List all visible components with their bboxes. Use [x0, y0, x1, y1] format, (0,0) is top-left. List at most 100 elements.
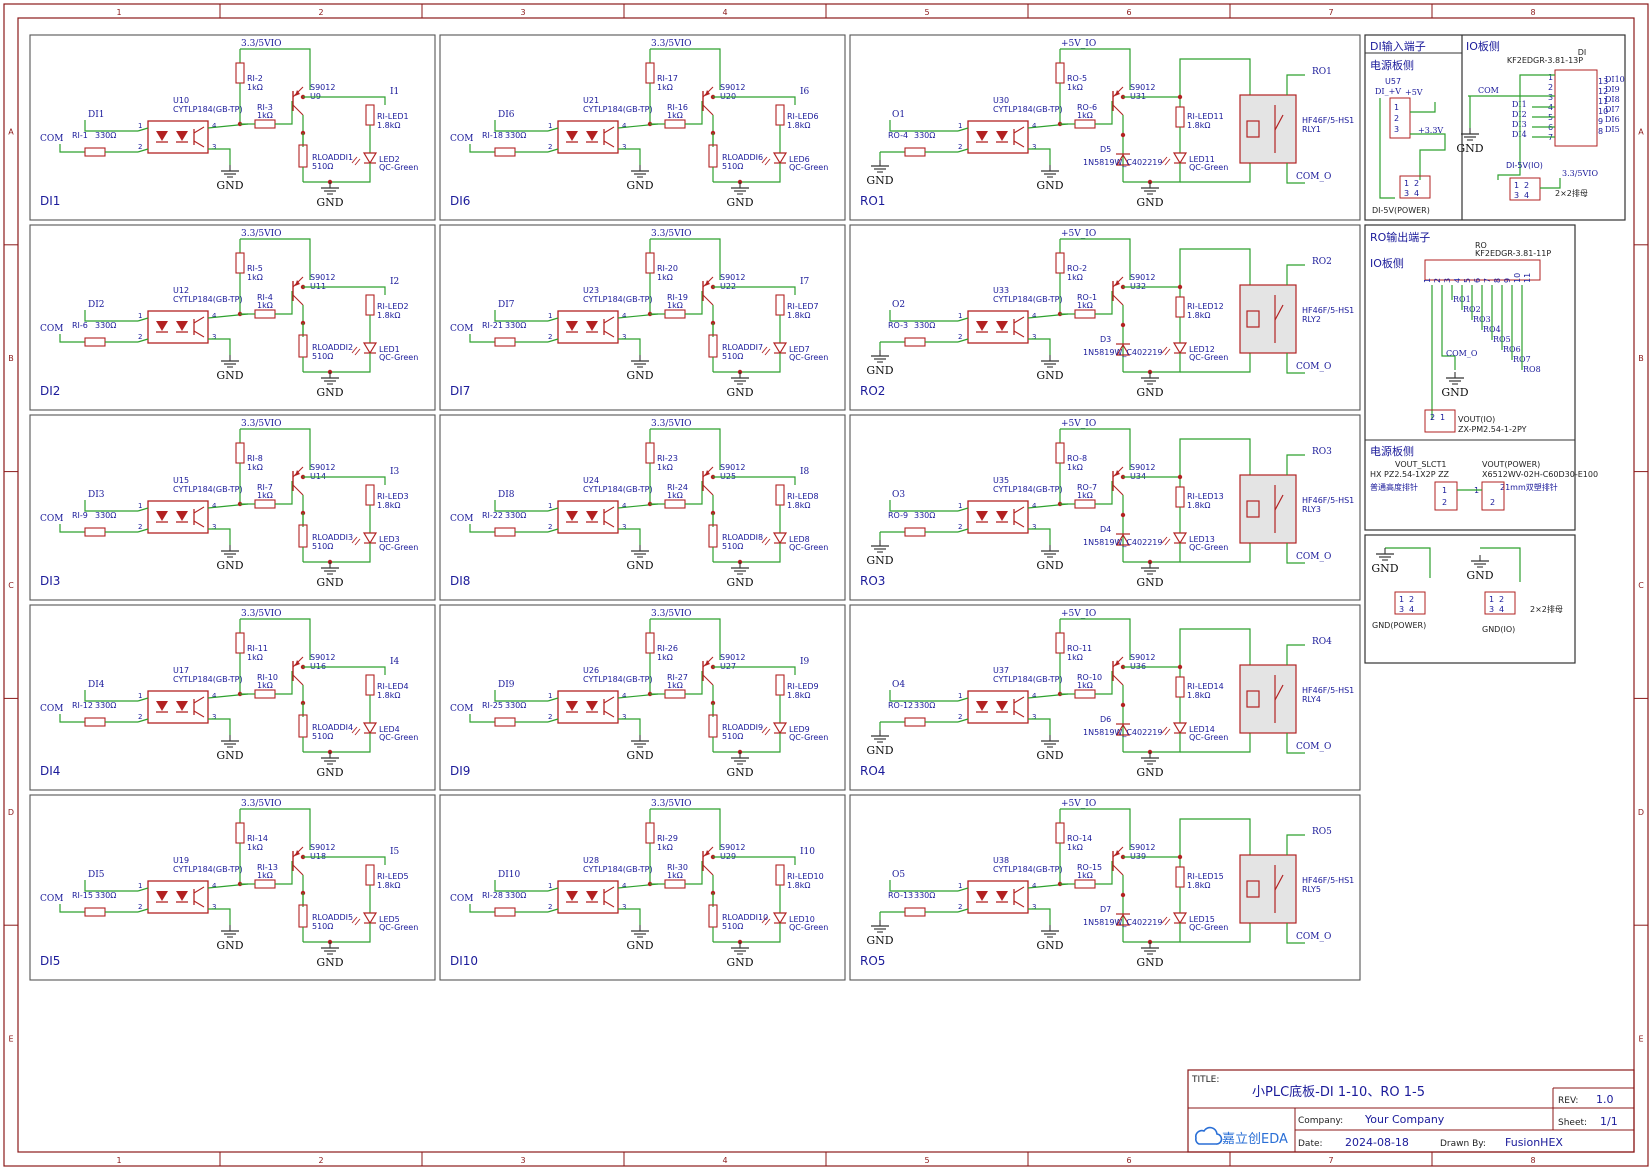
input-resistor-ref: RO-12 — [888, 701, 913, 710]
led-resistor-ref: RI-LED4 — [377, 682, 409, 691]
output-net: I7 — [800, 277, 810, 287]
led-resistor-value: 1.8kΩ — [787, 881, 810, 890]
gnd-power-label: GND(POWER) — [1372, 621, 1426, 630]
transistor-part: S9012 — [720, 653, 745, 662]
pin-number: 2 — [138, 143, 142, 151]
connector-pin: 10 — [1513, 273, 1522, 283]
ground-symbol: GND — [316, 182, 344, 209]
pullup-resistor-ref: RI-17 — [657, 74, 678, 83]
company-label: Company: — [1298, 1116, 1343, 1126]
gnd-label: GND — [626, 559, 653, 572]
com-net: COM — [40, 324, 63, 334]
header-desc: 2×2排母 — [1555, 188, 1588, 198]
u57-body — [1389, 97, 1411, 139]
header-pin: 1 — [1399, 595, 1404, 604]
input-resistor-ref: RI-18 — [482, 131, 503, 140]
ground-symbol: GND — [866, 160, 894, 187]
pin-number: 2 — [548, 713, 552, 721]
com-net: COM — [450, 894, 473, 904]
ground-symbol: GND — [316, 752, 344, 779]
load-resistor-ref: RLOADDI5 — [312, 913, 353, 922]
relay-part: HF46F/5-HS1 — [1302, 306, 1354, 315]
header-pin: 1 — [1442, 486, 1447, 495]
led-part: QC-Green — [1189, 733, 1228, 742]
transistor-symbol — [702, 466, 714, 496]
pin-number: 2 — [138, 333, 142, 341]
wire — [240, 48, 311, 90]
transistor-part: S9012 — [310, 653, 335, 662]
output-net: I5 — [390, 847, 400, 857]
vout-power-header — [1481, 481, 1505, 511]
diode-part: 1N5819W_C402219 — [1083, 538, 1162, 547]
transistor-symbol — [1112, 846, 1124, 876]
pin-number: 1 — [138, 692, 142, 700]
diode-ref: D4 — [1100, 525, 1111, 534]
ro-connector-part: KF2EDGR-3.81-11P — [1475, 249, 1551, 258]
ground-symbol: GND — [1136, 372, 1164, 399]
base-resistor-ref: RO-15 — [1077, 863, 1102, 872]
led-resistor-ref: RI-LED15 — [1187, 872, 1224, 881]
output-net: I2 — [390, 277, 399, 287]
transistor-symbol — [292, 846, 304, 876]
base-resistor-value: 1kΩ — [667, 491, 683, 500]
input-resistor-ref: RI-9 — [72, 511, 88, 520]
wire — [547, 338, 559, 343]
di5v-power-label: DI-5V(POWER) — [1372, 206, 1430, 215]
ro-net: RO8 — [1523, 365, 1541, 374]
header-pin: 3 — [1399, 605, 1404, 614]
led-ref: LED8 — [789, 535, 810, 544]
wire — [240, 428, 311, 470]
column-marker: 6 — [1126, 1156, 1131, 1165]
base-resistor-value: 1kΩ — [1077, 491, 1093, 500]
vout-slct-header — [1434, 481, 1458, 511]
input-net: DI7 — [498, 300, 515, 310]
di-net: DI7 — [1605, 105, 1620, 114]
output-net: I4 — [390, 657, 400, 667]
ground-symbol: GND — [1136, 942, 1164, 969]
pin-number: 1 — [138, 502, 142, 510]
wire — [547, 148, 559, 153]
led-resistor-ref: RI-LED14 — [1187, 682, 1224, 691]
wire — [713, 353, 781, 373]
vout-slct-part: HX PZ2.54-1X2P ZZ — [1370, 470, 1450, 479]
output-net: I10 — [800, 847, 815, 857]
input-resistor-ref: RI-1 — [72, 131, 88, 140]
gnd-headers-panel — [1364, 534, 1576, 664]
opto-part: CYTLP184(GB-TP) — [993, 675, 1063, 684]
relay-output-net: RO4 — [1312, 637, 1332, 647]
di-connector-part: KF2EDGR-3.81-13P — [1507, 56, 1583, 65]
pin-number: 1 — [958, 122, 962, 130]
wire — [650, 808, 721, 850]
wire — [957, 317, 969, 322]
wire — [780, 96, 796, 105]
connector-pin: 8 — [1598, 127, 1603, 136]
wire — [84, 880, 138, 892]
wire — [59, 144, 85, 153]
header-pin: 1 — [1489, 595, 1494, 604]
relay-output-net: RO5 — [1312, 827, 1332, 837]
relay-part: HF46F/5-HS1 — [1302, 116, 1354, 125]
opto-part: CYTLP184(GB-TP) — [583, 295, 653, 304]
relay-com-net: COM_O — [1296, 932, 1331, 942]
gnd-label: GND — [866, 364, 893, 377]
load-resistor-value: 510Ω — [312, 162, 333, 171]
connector-pin: 9 — [1503, 278, 1512, 283]
gnd-label: GND — [216, 749, 243, 762]
wire — [1123, 818, 1251, 858]
transistor-part: S9012 — [1130, 83, 1155, 92]
supply-label: 3.3/5VIO — [241, 229, 282, 239]
base-resistor-value: 1kΩ — [1077, 681, 1093, 690]
pullup-resistor-value: 1kΩ — [247, 843, 263, 852]
opto-part: CYTLP184(GB-TP) — [173, 485, 243, 494]
base-resistor-value: 1kΩ — [667, 681, 683, 690]
pullup-resistor-ref: RI-23 — [657, 454, 678, 463]
opto-ref: U37 — [993, 666, 1009, 675]
ro-terminal-panel — [1364, 224, 1576, 531]
base-resistor-ref: RO-6 — [1077, 103, 1097, 112]
wire — [84, 690, 138, 702]
opto-ref: U23 — [583, 286, 599, 295]
pullup-resistor-ref: RI-8 — [247, 454, 263, 463]
transistor-symbol — [292, 276, 304, 306]
ro-connector-body — [1424, 259, 1541, 281]
